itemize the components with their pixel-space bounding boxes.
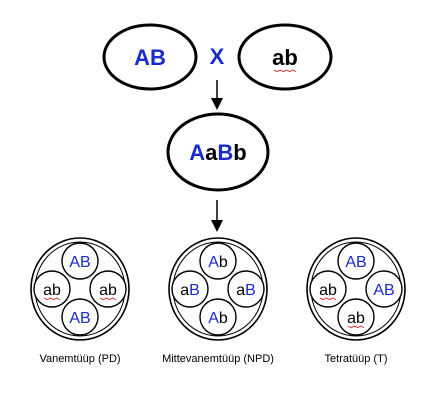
genotype-segment: b [219,310,228,327]
spore-genotype-top: AB [69,254,90,271]
parent-right-genotype: ab [272,45,298,70]
spore-genotype-bottom: AB [69,310,90,327]
spore-genotype-top: AB [345,254,366,271]
genotype-segment: ab [319,282,337,299]
hybrid: AaBb [166,112,270,192]
spellcheck-squiggle [319,297,337,301]
spore-top [337,242,375,280]
spore-genotype-right: AB [373,282,394,299]
spellcheck-squiggle [273,69,297,73]
spore-right [365,270,403,308]
genotype-segment: ab [347,310,365,327]
genotype-segment: b [233,140,246,165]
spore-genotype-left: ab [319,282,337,299]
spore-top [199,242,237,280]
spore-right [89,270,127,308]
genotype-segment: B [217,140,233,165]
genotype-segment: ab [272,45,298,70]
genotype-segment: A [208,254,219,271]
spore-top [61,242,99,280]
ascus-outline [30,237,130,341]
tetrad-caption: Mittevanemtüüp (NPD) [162,353,274,365]
spore-genotype-right: aB [236,282,256,299]
spellcheck-squiggle [347,325,365,329]
genotype-segment: B [189,282,200,299]
spore-genotype-top: Ab [208,254,228,271]
genotype-segment: a [180,282,189,299]
genotype-segment: ab [99,282,117,299]
ascus-outline [168,237,268,341]
spore-right [227,270,265,308]
parent-left: AB [102,23,198,91]
spore-left [33,270,71,308]
genotype-segment: AB [69,254,90,271]
genotype-segment: a [205,140,218,165]
genotype-segment: B [245,282,256,299]
genotype-segment: A [208,310,219,327]
hybrid-genotype: AaBb [189,140,246,165]
spore-genotype-right: ab [99,282,117,299]
genotype-segment: AB [345,254,366,271]
ascus-outline [306,237,406,341]
cross-symbol: X [210,44,225,69]
spore-genotype-left: aB [180,282,200,299]
genotype-segment: A [189,140,205,165]
spore-bottom [337,298,375,336]
tetrad-caption: Vanemtüüp (PD) [39,353,120,365]
spore-bottom [61,298,99,336]
parent-left-genotype: AB [134,45,166,70]
spellcheck-squiggle [99,297,117,301]
genotype-segment: AB [69,310,90,327]
genotype-segment: ab [43,282,61,299]
spore-genotype-bottom: ab [347,310,365,327]
genotype-segment: b [219,254,228,271]
genotype-segment: AB [134,45,166,70]
parent-right: ab [237,23,333,91]
spellcheck-squiggle [43,297,61,301]
genotype-segment: AB [373,282,394,299]
spore-genotype-bottom: Ab [208,310,228,327]
spore-left [171,270,209,308]
spore-genotype-left: ab [43,282,61,299]
tetrad-caption: Tetratüüp (T) [325,353,388,365]
genotype-segment: a [236,282,245,299]
spore-left [309,270,347,308]
spore-bottom [199,298,237,336]
